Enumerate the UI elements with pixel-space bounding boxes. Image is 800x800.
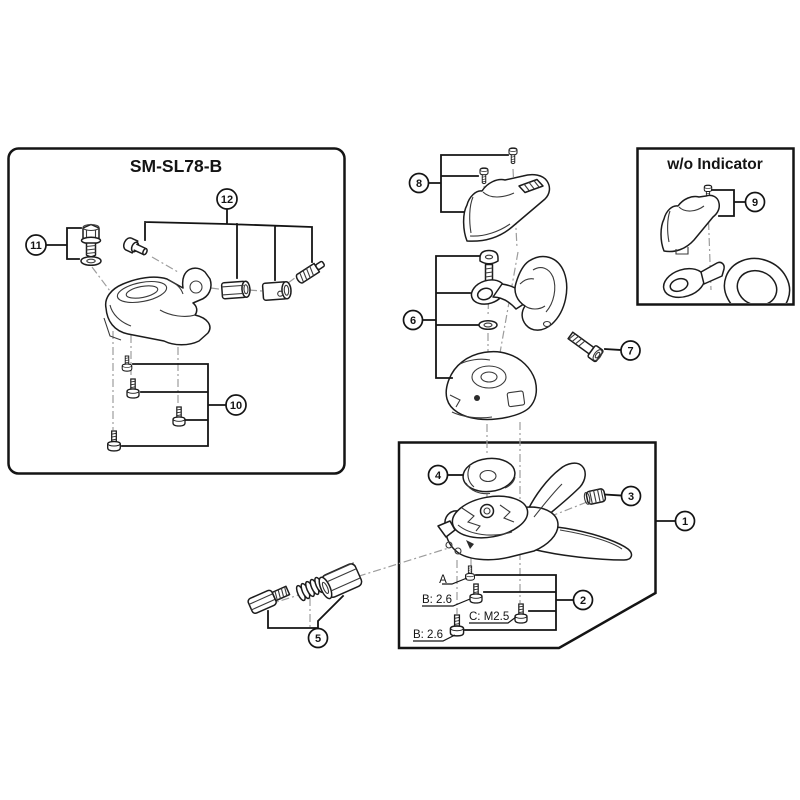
part-washer bbox=[478, 319, 498, 331]
main-group-border bbox=[397, 441, 657, 650]
callout-1: 1 bbox=[674, 510, 696, 532]
callout-8: 8 bbox=[408, 172, 430, 194]
label-screw-b-upper: B: 2.6 bbox=[422, 594, 452, 606]
part-clamp-unit-body bbox=[103, 267, 212, 346]
svg-text:8: 8 bbox=[416, 178, 422, 190]
part-spacer-cylinder-2 bbox=[261, 281, 292, 301]
callout-6: 6 bbox=[402, 309, 424, 331]
callout-9: 9 bbox=[744, 191, 766, 213]
bracket-lines-part-5 bbox=[267, 594, 345, 629]
part-cable-adjuster-barrel bbox=[247, 585, 291, 615]
label-screw-c: C: M2.5 bbox=[469, 611, 509, 623]
svg-text:11: 11 bbox=[30, 240, 42, 252]
label-screw-a: A bbox=[439, 574, 447, 586]
svg-text:4: 4 bbox=[435, 470, 442, 482]
callout-7: 7 bbox=[620, 340, 641, 361]
part-cover-without-indicator bbox=[660, 194, 720, 255]
bracket-lines-part-8 bbox=[427, 154, 509, 213]
svg-text:3: 3 bbox=[628, 491, 634, 503]
part-threaded-pin bbox=[295, 260, 325, 284]
part-hex-bolt bbox=[80, 223, 102, 258]
left-panel-title: SM-SL78-B bbox=[130, 156, 222, 176]
svg-text:9: 9 bbox=[752, 197, 758, 209]
left-panel-border bbox=[7, 147, 346, 475]
part-base-housing bbox=[445, 350, 538, 421]
svg-text:7: 7 bbox=[627, 346, 633, 358]
part-clamp-fixing-screw bbox=[479, 249, 499, 283]
right-panel-title: w/o Indicator bbox=[666, 156, 763, 173]
part-cable-anchor-arm bbox=[470, 279, 528, 310]
callout-4: 4 bbox=[427, 464, 449, 486]
bracket-lines-part-10 bbox=[121, 363, 227, 447]
part-clamp-bolt bbox=[567, 331, 604, 363]
part-pivot-bolt bbox=[122, 237, 148, 256]
bracket-lines-part-6 bbox=[421, 255, 480, 379]
part-spec-screws bbox=[449, 565, 528, 637]
part-spacer-cylinder-1 bbox=[220, 280, 251, 300]
callout-10: 10 bbox=[225, 394, 247, 416]
callout-3: 3 bbox=[620, 485, 642, 507]
part-cover-disc bbox=[462, 457, 516, 495]
part-lower-assembly-preview bbox=[662, 257, 791, 303]
part-base-plate-screws bbox=[107, 355, 186, 452]
callout-11: 11 bbox=[25, 234, 47, 256]
right-panel-border bbox=[636, 147, 795, 306]
part-flat-washer bbox=[80, 255, 102, 267]
leader-line-part-3 bbox=[604, 493, 622, 497]
svg-text:6: 6 bbox=[410, 315, 416, 327]
part-knurled-cap bbox=[583, 488, 607, 505]
svg-text:10: 10 bbox=[230, 400, 242, 412]
part-main-shifter-body bbox=[437, 462, 633, 561]
svg-text:5: 5 bbox=[315, 633, 321, 645]
part-clamp-band bbox=[514, 255, 568, 331]
bracket-lines-part-9 bbox=[711, 189, 746, 217]
label-leader-lines bbox=[413, 577, 517, 642]
part-adjuster-nut bbox=[318, 562, 363, 600]
bracket-lines-part-11 bbox=[45, 227, 82, 260]
label-screw-b-lower: B: 2.6 bbox=[413, 629, 443, 641]
part-cover-with-indicator bbox=[462, 173, 551, 242]
callout-2: 2 bbox=[572, 589, 594, 611]
svg-text:1: 1 bbox=[682, 516, 688, 528]
bracket-lines-part-2 bbox=[464, 574, 574, 631]
callout-12: 12 bbox=[216, 188, 238, 210]
svg-text:2: 2 bbox=[580, 595, 586, 607]
leader-line-part-7 bbox=[604, 348, 622, 351]
callout-5: 5 bbox=[307, 627, 329, 649]
svg-text:12: 12 bbox=[221, 194, 233, 206]
bracket-lines-part-12 bbox=[144, 207, 313, 281]
